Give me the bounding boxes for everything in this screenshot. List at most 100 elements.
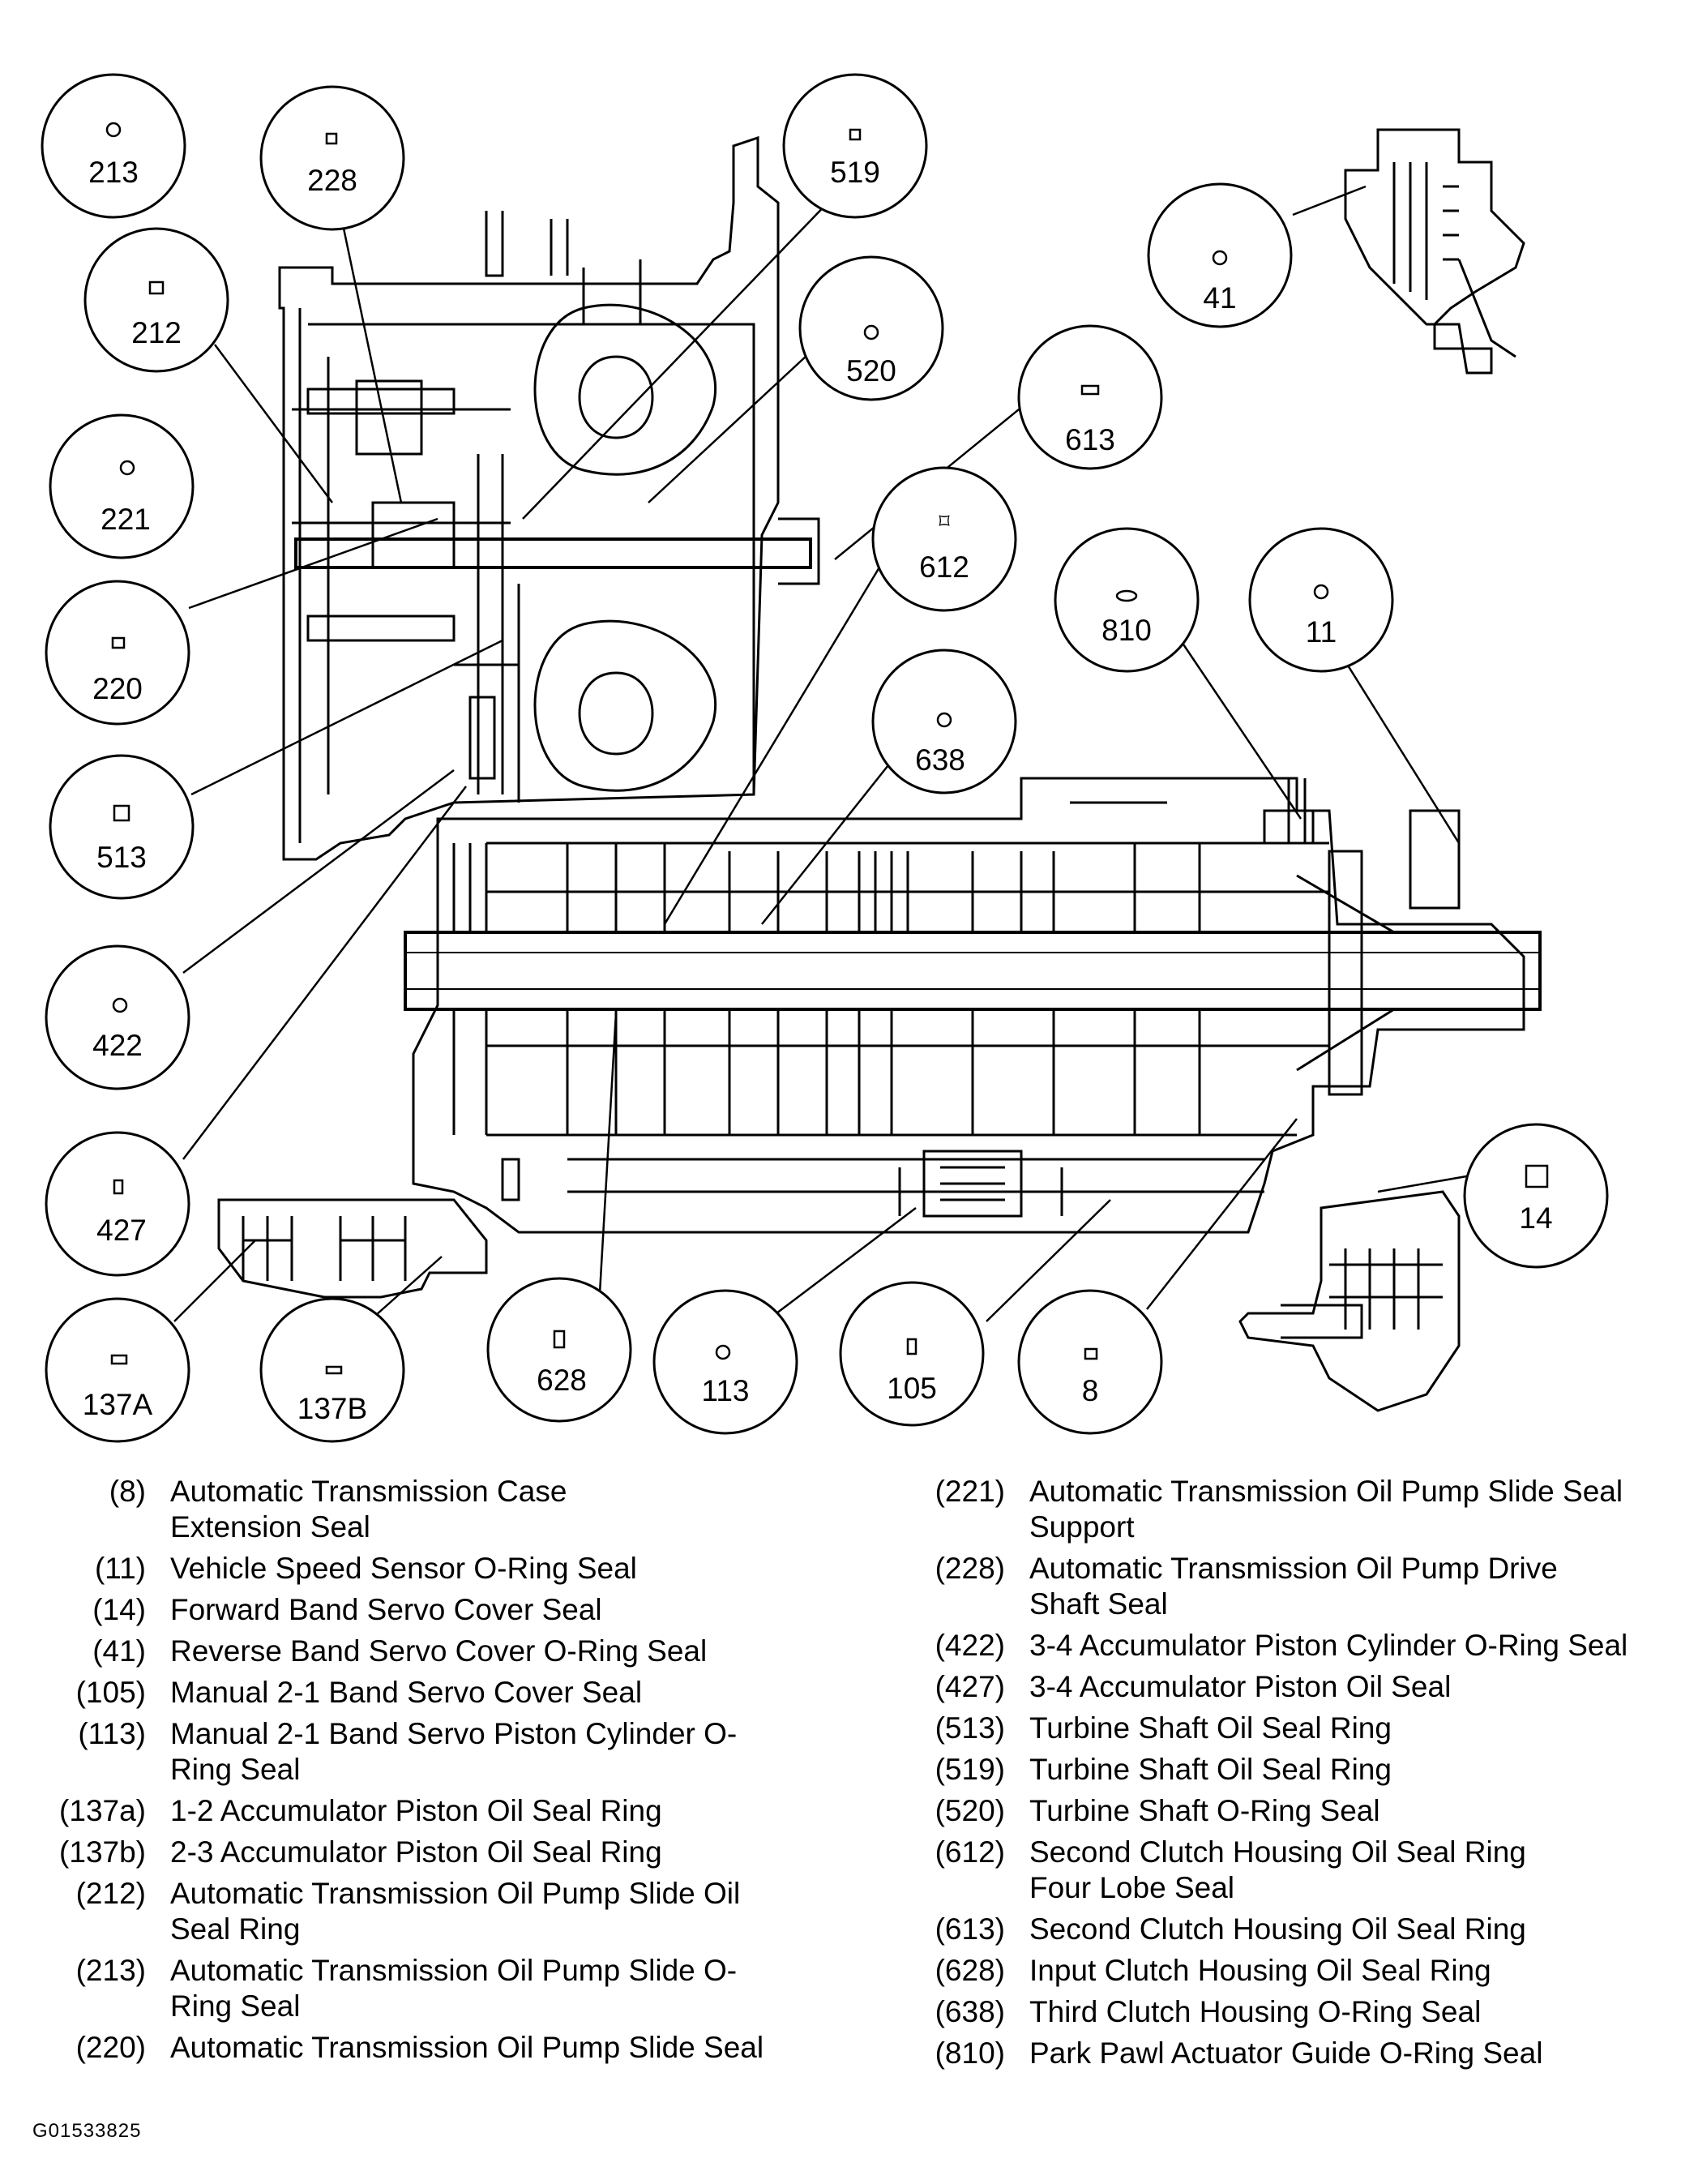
callout-221: 221: [49, 413, 195, 559]
legend-row: (212) Automatic Transmission Oil Pump Sli…: [24, 1876, 835, 1947]
legend-number: (427): [935, 1670, 1005, 1703]
legend-number: (520): [935, 1794, 1005, 1827]
seal-ring-marker-icon: [148, 280, 165, 295]
legend-left-column: (8) Automatic Transmission Case Extension…: [24, 1474, 835, 2071]
legend-right-column: (221) Automatic Transmission Oil Pump Sli…: [883, 1474, 1662, 2077]
callout-label: 105: [887, 1372, 937, 1405]
legend-description: Automatic Transmission Oil Pump Slide Se…: [1029, 1475, 1623, 1544]
legend-row: (137b)2-3 Accumulator Piston Oil Seal Ri…: [24, 1835, 835, 1870]
callout-label: 41: [1203, 281, 1236, 315]
callout-label: 810: [1101, 614, 1152, 647]
legend-description: Second Clutch Housing Oil Seal Ring: [1029, 1912, 1526, 1946]
legend-description: Turbine Shaft Oil Seal Ring: [1029, 1753, 1392, 1786]
seal-ring-marker-icon: [1084, 1347, 1098, 1360]
legend-number: (519): [935, 1753, 1005, 1786]
callout-220: 220: [45, 580, 190, 726]
figure-code: G01533825: [32, 2120, 142, 2142]
seal-ring-marker-icon: [906, 1338, 917, 1355]
callout-label: 628: [537, 1364, 587, 1397]
legend-row: (519) Turbine Shaft Oil Seal Ring: [883, 1752, 1662, 1788]
legend-description: Automatic Transmission Oil Pump Slide O-…: [170, 1954, 738, 2023]
callout-label: 228: [307, 164, 357, 197]
callout-212: 212: [83, 227, 229, 373]
legend-row: (513) Turbine Shaft Oil Seal Ring: [883, 1711, 1662, 1746]
legend-row: (427)3-4 Accumulator Piston Oil Seal: [883, 1669, 1662, 1705]
callout-228: 228: [259, 85, 405, 231]
callout-810: 810: [1054, 527, 1200, 673]
callout-label: 11: [1306, 615, 1337, 649]
callout-137b: 137B: [259, 1297, 405, 1443]
callout-label: 8: [1082, 1374, 1099, 1407]
seal-ring-marker-icon: [325, 132, 338, 145]
legend-number: (8): [109, 1475, 146, 1508]
legend-row: (628)Input Clutch Housing Oil Seal Ring: [883, 1953, 1662, 1989]
legend-number: (105): [75, 1676, 146, 1709]
callout-group: 213 228 519 212 520 41 613 221 ⌑612 810 …: [41, 73, 1609, 1443]
callout-label: 137A: [83, 1388, 153, 1421]
callout-8: 8: [1017, 1289, 1163, 1435]
callout-label: 422: [92, 1029, 143, 1062]
legend-number: (221): [935, 1475, 1005, 1508]
callout-137a: 137A: [45, 1297, 190, 1443]
four-lobe-marker-icon: ⌑: [939, 510, 950, 534]
legend-row: (105)Manual 2-1 Band Servo Cover Seal: [24, 1675, 835, 1711]
legend-row: (638)Third Clutch Housing O-Ring Seal: [883, 1994, 1662, 2030]
seal-ring-marker-icon: [111, 636, 126, 649]
accumulator-inset-drawing: [217, 1198, 488, 1299]
callout-label: 513: [96, 841, 147, 874]
legend-number: (513): [935, 1711, 1005, 1745]
forward-servo-inset-drawing: [1238, 1190, 1461, 1412]
legend-number: (613): [935, 1912, 1005, 1946]
callout-105: 105: [839, 1281, 985, 1427]
callout-638: 638: [871, 649, 1017, 794]
callout-label: 221: [101, 503, 151, 536]
legend-description: Turbine Shaft Oil Seal Ring: [1029, 1711, 1392, 1745]
callout-label: 213: [88, 156, 139, 189]
legend-row: (113) Manual 2-1 Band Servo Piston Cylind…: [24, 1716, 835, 1788]
legend-row: (137a)1-2 Accumulator Piston Oil Seal Ri…: [24, 1793, 835, 1829]
legend-row: (14)Forward Band Servo Cover Seal: [24, 1592, 835, 1628]
legend-description: Manual 2-1 Band Servo Piston Cylinder O-…: [170, 1717, 738, 1786]
legend-row: (613) Second Clutch Housing Oil Seal Ring: [883, 1912, 1662, 1947]
callout-label: 212: [131, 316, 182, 349]
main-case-drawing: [404, 777, 1542, 1234]
oring-marker-icon: [1313, 584, 1329, 600]
callout-422: 422: [45, 944, 190, 1090]
legend-description: Automatic Transmission Oil Pump Slide Oi…: [170, 1877, 741, 1946]
leader-lines: [116, 173, 1472, 1322]
callout-11: 11: [1248, 527, 1394, 673]
seal-ring-marker-icon: [1525, 1164, 1549, 1188]
seal-ring-marker-icon: [553, 1330, 566, 1349]
callout-213: 213: [41, 73, 186, 219]
legend-number: (137a): [59, 1794, 146, 1827]
legend-number: (612): [935, 1835, 1005, 1869]
legend-description: Second Clutch Housing Oil Seal Ring Four…: [1029, 1835, 1526, 1904]
legend-number: (113): [78, 1717, 146, 1750]
callout-513: 513: [49, 754, 195, 900]
reverse-servo-inset-drawing: [1344, 128, 1525, 375]
legend-description: Automatic Transmission Case Extension Se…: [170, 1475, 567, 1544]
callout-label: 220: [92, 672, 143, 705]
legend-number: (422): [935, 1629, 1005, 1662]
oring-marker-icon: [715, 1344, 731, 1360]
callout-41: 41: [1147, 182, 1293, 328]
oring-marker-icon: [1212, 250, 1228, 266]
legend-row: (213)Automatic Transmission Oil Pump Sli…: [24, 1953, 835, 2024]
pump-valve-body-drawing: [278, 135, 820, 861]
seal-ring-marker-icon: [325, 1365, 343, 1375]
legend-description: 3-4 Accumulator Piston Cylinder O-Ring S…: [1029, 1629, 1628, 1662]
seal-ring-marker-icon: [110, 1354, 128, 1365]
seal-ring-marker-icon: [113, 804, 130, 822]
callout-label: 113: [702, 1374, 750, 1407]
legend-number: (212): [75, 1877, 146, 1910]
legend-description: Automatic Transmission Oil Pump Drive Sh…: [1029, 1552, 1558, 1621]
legend-number: (14): [92, 1593, 146, 1626]
oring-marker-icon: [863, 324, 879, 340]
legend-row: (520)Turbine Shaft O-Ring Seal: [883, 1793, 1662, 1829]
legend-row: (422) 3-4 Accumulator Piston Cylinder O-R…: [883, 1628, 1662, 1664]
seal-ring-marker-icon: [113, 1179, 124, 1195]
legend-row: (810)Park Pawl Actuator Guide O-Ring Sea…: [883, 2036, 1662, 2071]
legend-description: Reverse Band Servo Cover O-Ring Seal: [170, 1634, 708, 1668]
callout-612: ⌑612: [871, 466, 1017, 612]
legend-number: (220): [75, 2031, 146, 2064]
